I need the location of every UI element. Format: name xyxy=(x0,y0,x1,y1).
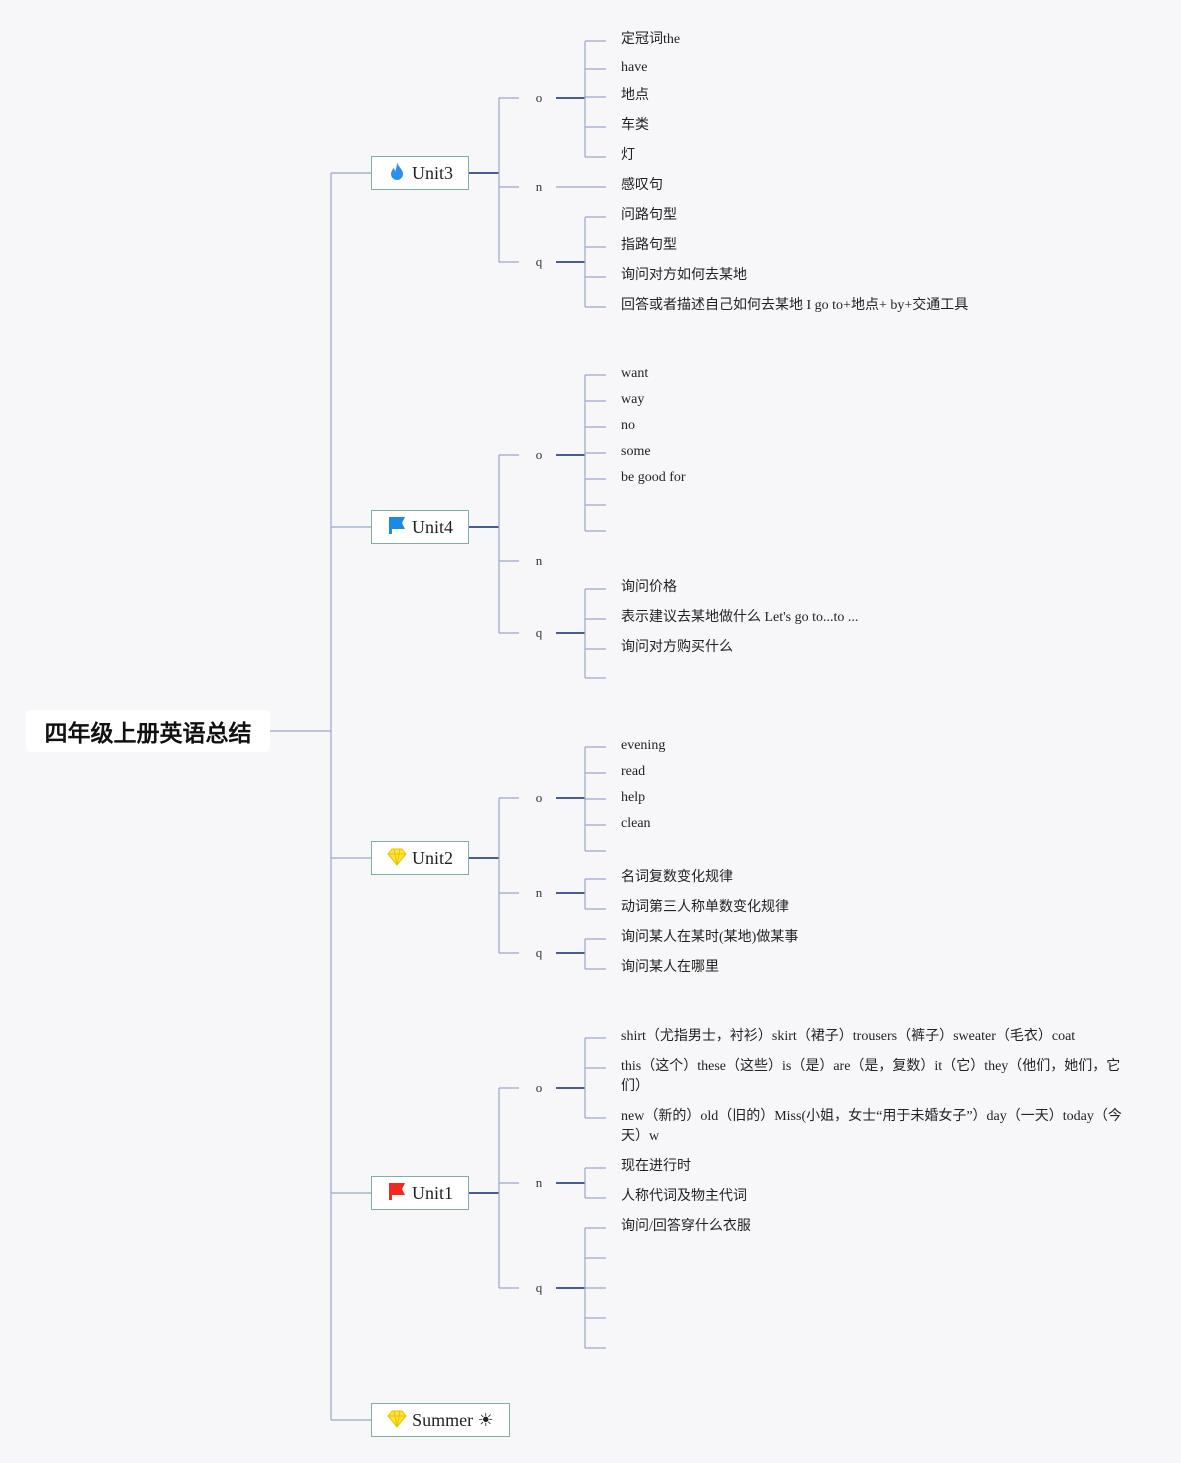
leaf-topic[interactable]: 问路句型 xyxy=(621,208,677,223)
leaf-topic[interactable]: 动词第三人称单数变化规律 xyxy=(621,900,789,915)
branch-label[interactable]: q xyxy=(535,945,543,960)
branch-label[interactable]: o xyxy=(535,90,543,105)
leaf-topic[interactable]: 定冠词the xyxy=(621,32,681,47)
leaf-topic[interactable]: 指路句型 xyxy=(621,238,677,253)
branch-label[interactable]: n xyxy=(535,179,543,194)
leaf-topic[interactable]: 名词复数变化规律 xyxy=(621,870,733,885)
leaf-topic[interactable]: 车类 xyxy=(621,118,649,133)
leaf-topic[interactable]: 询问对方购买什么 xyxy=(621,640,733,655)
leaf-topic[interactable]: clean xyxy=(621,816,651,831)
branch-label[interactable]: n xyxy=(535,553,543,568)
leaf-topic[interactable]: be good for xyxy=(621,470,686,485)
branch-label[interactable]: q xyxy=(535,254,543,269)
branch-label[interactable]: o xyxy=(535,790,543,805)
diamond-icon xyxy=(387,846,407,871)
blue-flag-icon xyxy=(387,515,407,540)
branch-label[interactable]: o xyxy=(535,1080,543,1095)
unit-node[interactable]: Unit1 xyxy=(371,1176,469,1210)
branch-label[interactable]: q xyxy=(535,1280,543,1295)
leaf-topic[interactable]: 回答或者描述自己如何去某地 I go to+地点+ by+交通工具 xyxy=(621,298,969,313)
leaf-topic[interactable]: some xyxy=(621,444,651,459)
leaf-topic[interactable]: 地点 xyxy=(621,88,649,103)
unit-label: Unit3 xyxy=(411,162,453,183)
leaf-topic[interactable]: new（新的）old（旧的）Miss(小姐，女士“用于未婚女子”）day（一天）… xyxy=(621,1109,1122,1144)
leaf-topic[interactable]: 询问某人在哪里 xyxy=(621,960,719,975)
unit-label: Unit2 xyxy=(411,847,453,868)
leaf-topic[interactable]: want xyxy=(621,366,649,381)
leaf-topic[interactable]: help xyxy=(621,790,646,805)
flame-icon xyxy=(387,161,407,186)
leaf-topic[interactable]: shirt（尤指男士，衬衫）skirt（裙子）trousers（裤子）sweat… xyxy=(621,1029,1076,1044)
leaf-topic[interactable]: 询问对方如何去某地 xyxy=(621,268,747,283)
leaf-topic[interactable]: way xyxy=(621,392,645,407)
branch-label[interactable]: n xyxy=(535,1175,543,1190)
unit-label: Summer ☀ xyxy=(412,1409,494,1430)
leaf-topic[interactable]: 人称代词及物主代词 xyxy=(621,1189,747,1204)
red-flag-icon xyxy=(387,1181,407,1206)
unit-label: Unit1 xyxy=(411,1182,453,1203)
branch-label[interactable]: q xyxy=(535,625,543,640)
unit-node[interactable]: Unit4 xyxy=(371,510,469,544)
root-topic[interactable]: 四年级上册英语总结 xyxy=(26,710,270,752)
unit-node[interactable]: Summer ☀ xyxy=(371,1403,510,1437)
leaf-topic[interactable]: 询问/回答穿什么衣服 xyxy=(621,1219,751,1234)
leaf-topic[interactable]: 现在进行时 xyxy=(621,1159,691,1174)
unit-node[interactable]: Unit2 xyxy=(371,841,469,875)
unit-node[interactable]: Unit3 xyxy=(371,156,469,190)
branch-label[interactable]: o xyxy=(535,447,543,462)
branch-label[interactable]: n xyxy=(535,885,543,900)
leaf-topic[interactable]: read xyxy=(621,764,646,779)
leaf-topic[interactable]: 询问某人在某时(某地)做某事 xyxy=(621,930,799,945)
leaf-topic[interactable]: 灯 xyxy=(621,148,635,163)
leaf-topic[interactable]: evening xyxy=(621,738,666,753)
leaf-topic[interactable]: no xyxy=(621,418,635,433)
leaf-topic[interactable]: have xyxy=(621,60,648,75)
leaf-topic[interactable]: this（这个）these（这些）is（是）are（是，复数）it（它）they… xyxy=(621,1059,1121,1094)
diamond-icon xyxy=(387,1408,407,1433)
leaf-topic[interactable]: 表示建议去某地做什么 Let's go to...to ... xyxy=(621,610,859,625)
unit-label: Unit4 xyxy=(411,516,453,537)
leaf-topic[interactable]: 询问价格 xyxy=(621,580,677,595)
leaf-topic[interactable]: 感叹句 xyxy=(621,178,663,193)
